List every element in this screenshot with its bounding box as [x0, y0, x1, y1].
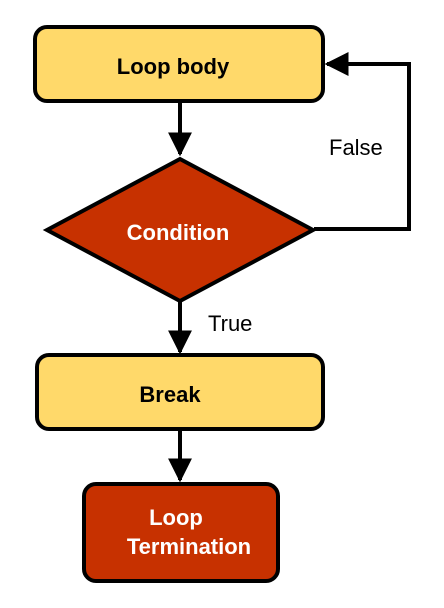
termination-label-line2: Termination — [127, 534, 251, 559]
break-box — [35, 353, 325, 431]
true-edge-label: True — [208, 311, 252, 336]
condition-diamond — [42, 156, 318, 304]
edge-condition-false-to-loop-body — [314, 52, 411, 231]
break-label: Break — [139, 382, 201, 407]
termination-label-line1: Loop — [149, 505, 203, 530]
false-edge-label: False — [329, 135, 383, 160]
loop-body-box — [33, 25, 325, 103]
condition-label: Condition — [127, 220, 230, 245]
loop-body-label: Loop body — [117, 54, 230, 79]
termination-box — [82, 482, 280, 583]
